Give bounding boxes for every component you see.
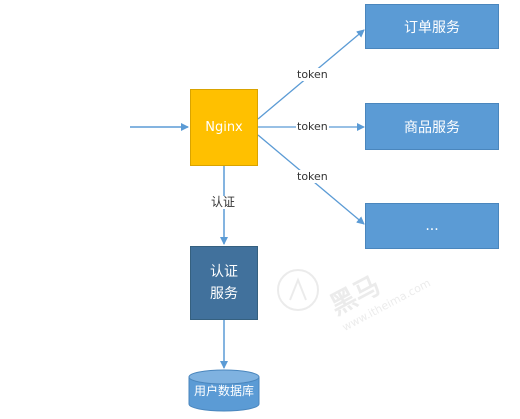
order-service-node: 订单服务 — [365, 4, 499, 49]
more-services-node: ... — [365, 203, 499, 249]
auth-service-label-line2: 服务 — [210, 286, 238, 302]
auth-edge-label: 认证 — [210, 195, 237, 209]
auth-service-node: 认证 服务 — [190, 246, 258, 320]
watermark-logo: 黑马 www.itheima.com — [277, 269, 433, 334]
product-service-label: 商品服务 — [404, 119, 460, 136]
order-service-label: 订单服务 — [404, 19, 460, 36]
nginx-label: Nginx — [205, 120, 243, 135]
auth-service-label-line1: 认证 — [210, 264, 238, 280]
user-db-label: 用户数据库 — [193, 384, 254, 398]
token-label-order: token — [296, 68, 329, 81]
more-services-label: ... — [425, 218, 439, 234]
user-db-cylinder — [188, 369, 260, 412]
product-service-node: 商品服务 — [365, 103, 499, 150]
nginx-node: Nginx — [190, 89, 258, 166]
token-label-product: token — [296, 120, 329, 133]
token-label-more: token — [296, 170, 329, 183]
